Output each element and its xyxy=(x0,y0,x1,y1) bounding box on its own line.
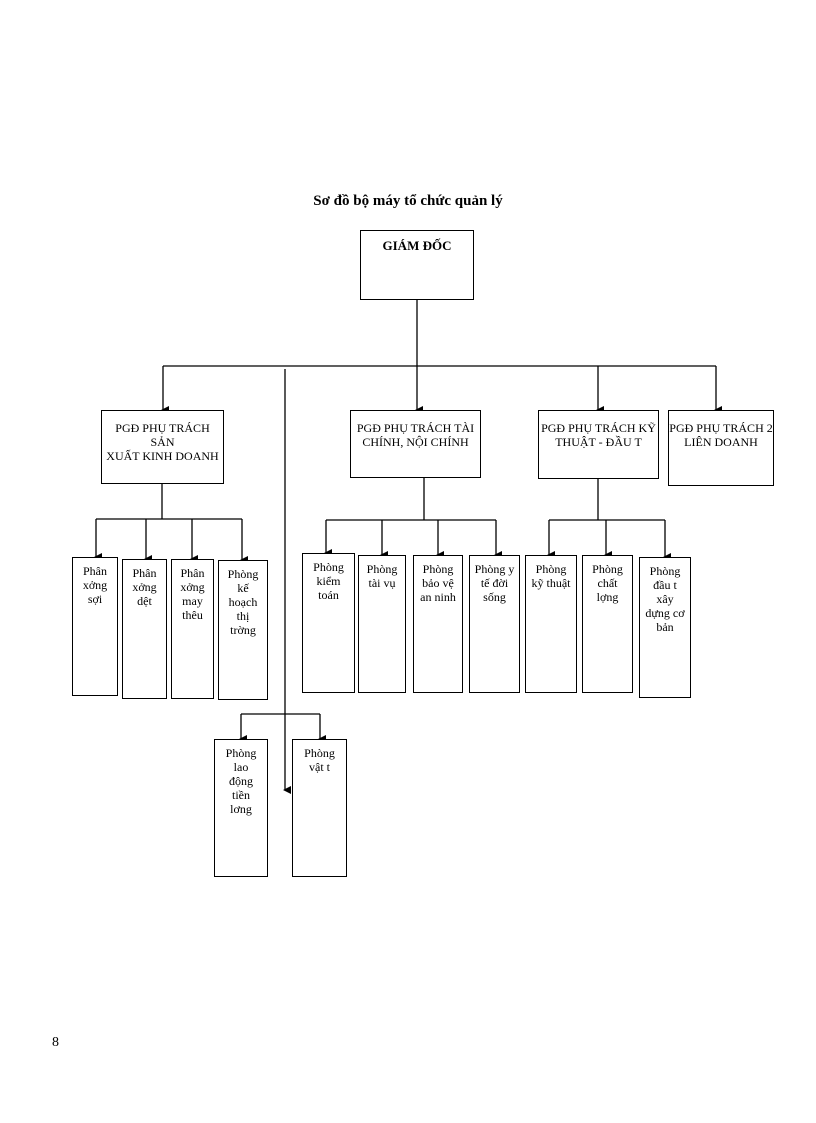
department-box: Phòng y tế đời sống xyxy=(469,555,520,693)
department-label: Phân xởng may thêu xyxy=(180,566,205,622)
department-box: Phòng kỹ thuật xyxy=(525,555,577,693)
department-label: Phòng chất lợng xyxy=(592,562,623,604)
manager-label: PGĐ PHỤ TRÁCH 2 LIÊN DOANH xyxy=(669,421,773,449)
department-label: Phòng đầu t xây dựng cơ bản xyxy=(645,564,685,634)
department-label: Phòng kỹ thuật xyxy=(531,562,571,590)
department-label: Phòng tài vụ xyxy=(366,562,398,590)
manager-box-joint-venture: PGĐ PHỤ TRÁCH 2 LIÊN DOANH xyxy=(668,410,774,486)
department-label: Phòng kế hoạch thị trờng xyxy=(227,567,259,637)
department-label: Phân xởng dệt xyxy=(132,566,157,608)
department-box: Phòng tài vụ xyxy=(358,555,406,693)
manager-label: PGĐ PHỤ TRÁCH TÀI CHÍNH, NỘI CHÍNH xyxy=(356,421,475,449)
manager-label: PGĐ PHỤ TRÁCH KỸ THUẬT - ĐẦU T xyxy=(541,421,656,449)
department-label: Phòng lao động tiền lơng xyxy=(225,746,257,816)
department-label: Phân xởng sợi xyxy=(82,564,108,606)
department-box: Phòng chất lợng xyxy=(582,555,633,693)
department-box: Phòng kiểm toán xyxy=(302,553,355,693)
department-box: Phòng đầu t xây dựng cơ bản xyxy=(639,557,691,698)
department-box: Phòng vật t xyxy=(292,739,347,877)
department-box: Phòng lao động tiền lơng xyxy=(214,739,268,877)
director-box: GIÁM ĐỐC xyxy=(360,230,474,300)
manager-box-technical: PGĐ PHỤ TRÁCH KỸ THUẬT - ĐẦU T xyxy=(538,410,659,479)
department-box: Phân xởng may thêu xyxy=(171,559,214,699)
department-label: Phòng bảo vệ an ninh xyxy=(420,562,456,604)
manager-box-finance: PGĐ PHỤ TRÁCH TÀI CHÍNH, NỘI CHÍNH xyxy=(350,410,481,478)
director-label: GIÁM ĐỐC xyxy=(382,238,452,253)
chart-title: Sơ đồ bộ máy tổ chức quản lý xyxy=(313,193,503,209)
department-box: Phân xởng sợi xyxy=(72,557,118,696)
department-box: Phòng bảo vệ an ninh xyxy=(413,555,463,693)
department-label: Phòng kiểm toán xyxy=(313,560,344,602)
department-box: Phòng kế hoạch thị trờng xyxy=(218,560,268,700)
department-box: Phân xởng dệt xyxy=(122,559,167,699)
department-label: Phòng y tế đời sống xyxy=(474,562,515,604)
page-number: 8 xyxy=(52,1035,59,1050)
department-label: Phòng vật t xyxy=(304,746,335,774)
manager-box-production: PGĐ PHỤ TRÁCH SẢN XUẤT KINH DOANH xyxy=(101,410,224,484)
manager-label: PGĐ PHỤ TRÁCH SẢN XUẤT KINH DOANH xyxy=(106,421,219,463)
